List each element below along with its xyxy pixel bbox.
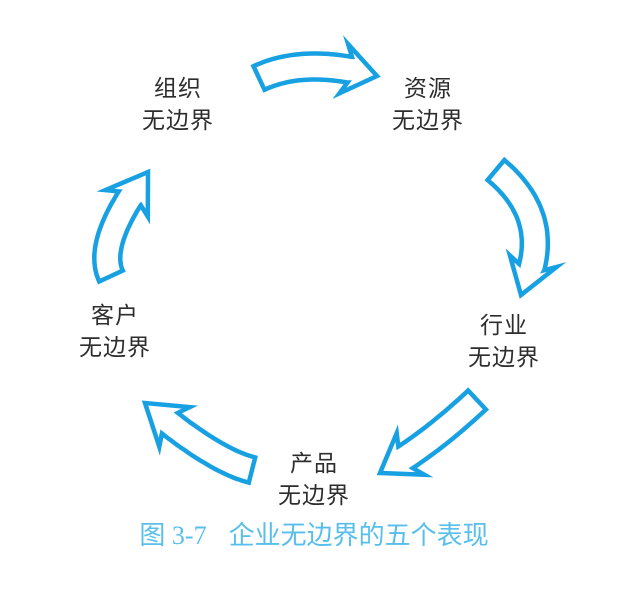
figure-caption-label: 图 3-7 <box>139 521 207 550</box>
arrow-product-to-customer <box>141 400 258 486</box>
node-label-line1: 资源 <box>404 76 452 101</box>
arrow-industry-to-product <box>376 387 490 478</box>
node-label-line1: 产品 <box>290 451 338 476</box>
node-industry-boundaryless: 行业 无边界 <box>404 310 604 374</box>
node-label-line1: 客户 <box>91 303 139 328</box>
node-label-line2: 无边界 <box>468 345 540 370</box>
arrow-organization-to-resource <box>250 35 381 100</box>
node-label-line1: 组织 <box>154 76 202 101</box>
node-customer-boundaryless: 客户 无边界 <box>15 300 215 364</box>
node-label-line2: 无边界 <box>142 108 214 133</box>
node-label-line1: 行业 <box>480 313 528 338</box>
figure-caption: 图 3-7 企业无边界的五个表现 <box>0 520 628 552</box>
arrow-resource-to-industry <box>484 156 567 299</box>
node-product-boundaryless: 产品 无边界 <box>214 448 414 512</box>
node-label-line2: 无边界 <box>392 108 464 133</box>
arrow-customer-to-organization <box>92 168 151 285</box>
node-label-line2: 无边界 <box>278 483 350 508</box>
node-label-line2: 无边界 <box>79 335 151 360</box>
figure-caption-title: 企业无边界的五个表现 <box>228 521 489 550</box>
node-resource-boundaryless: 资源 无边界 <box>328 73 528 137</box>
node-organization-boundaryless: 组织 无边界 <box>78 73 278 137</box>
